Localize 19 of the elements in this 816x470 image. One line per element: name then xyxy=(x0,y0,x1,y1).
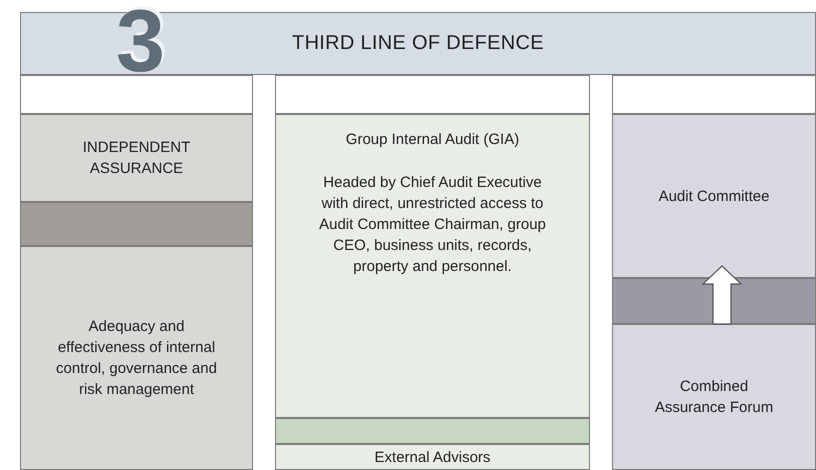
section-number: 3 xyxy=(116,0,165,85)
category-box xyxy=(20,114,253,202)
section-title: THIRD LINE OF DEFENCE xyxy=(292,33,544,54)
committee-box xyxy=(612,114,816,278)
box-heading: Combined Assurance Forum xyxy=(654,377,774,418)
description-box xyxy=(20,246,253,470)
box-heading: External Advisors xyxy=(374,448,490,468)
divider-band xyxy=(20,202,253,246)
box-heading: Adequacy and effectiveness of internal control, governance and risk management xyxy=(55,317,218,400)
function-box xyxy=(275,114,590,418)
divider-band xyxy=(612,278,816,324)
function-box xyxy=(275,444,590,470)
box-heading: INDEPENDENT ASSURANCE xyxy=(82,138,192,179)
box-description: Headed by Chief Audit Executive with direct, unrestricted access to Audit Committee Chairman, group CEO, business units, records, property and personnel. xyxy=(318,173,547,277)
box-heading: Audit Committee xyxy=(658,186,770,206)
box-heading: Group Internal Audit (GIA) xyxy=(346,130,520,150)
forum-box xyxy=(612,324,816,470)
divider-band xyxy=(275,418,590,444)
block-arrow xyxy=(702,265,742,325)
